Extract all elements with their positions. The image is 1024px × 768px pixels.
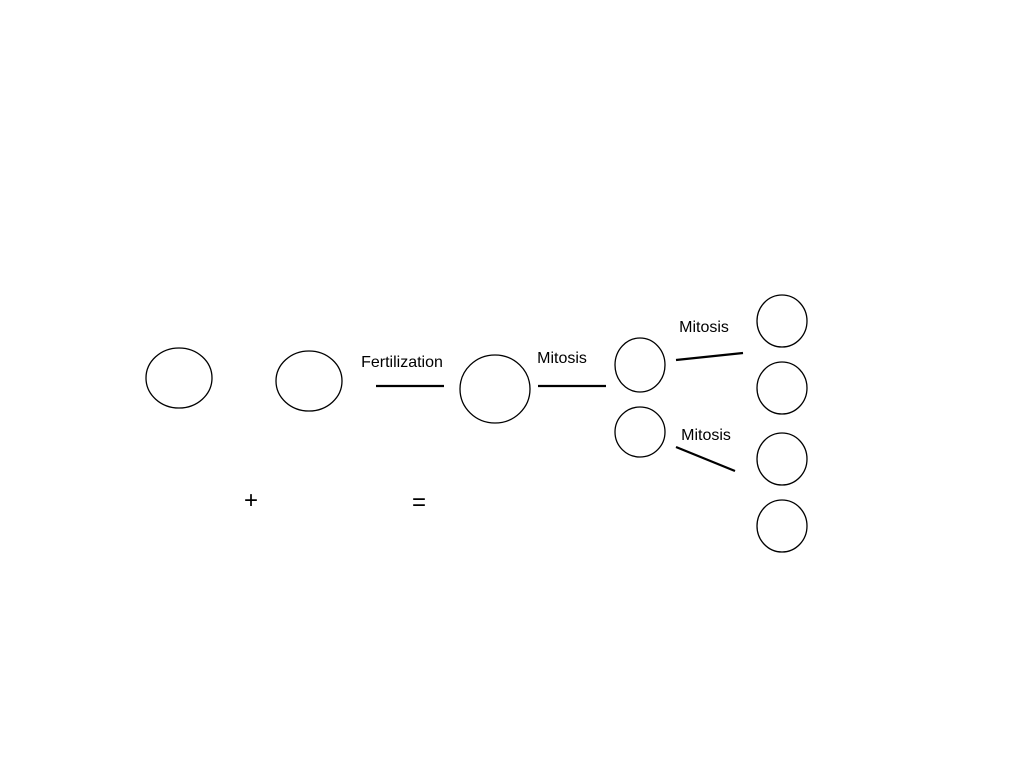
lower-daughter-cell <box>614 406 666 458</box>
first-gamete-cell <box>145 347 213 409</box>
lower-mitosis-line <box>675 445 736 473</box>
second-gamete-cell <box>275 350 343 412</box>
four-cell-stage-cell-4 <box>756 499 808 553</box>
lower-mitosis-label: Mitosis <box>681 427 731 444</box>
upper-daughter-cell <box>614 337 666 393</box>
four-cell-stage-cell-1 <box>756 294 808 348</box>
plus-symbol: + <box>244 487 258 514</box>
four-cell-stage-cell-2 <box>756 361 808 415</box>
four-cell-stage-cell-3 <box>756 432 808 486</box>
zygote-cell <box>459 354 531 424</box>
equals-symbol: = <box>412 489 426 516</box>
upper-mitosis-label: Mitosis <box>679 319 729 336</box>
upper-mitosis-line <box>675 351 744 362</box>
fertilization-label: Fertilization <box>361 354 443 371</box>
first-mitosis-label: Mitosis <box>537 350 587 367</box>
